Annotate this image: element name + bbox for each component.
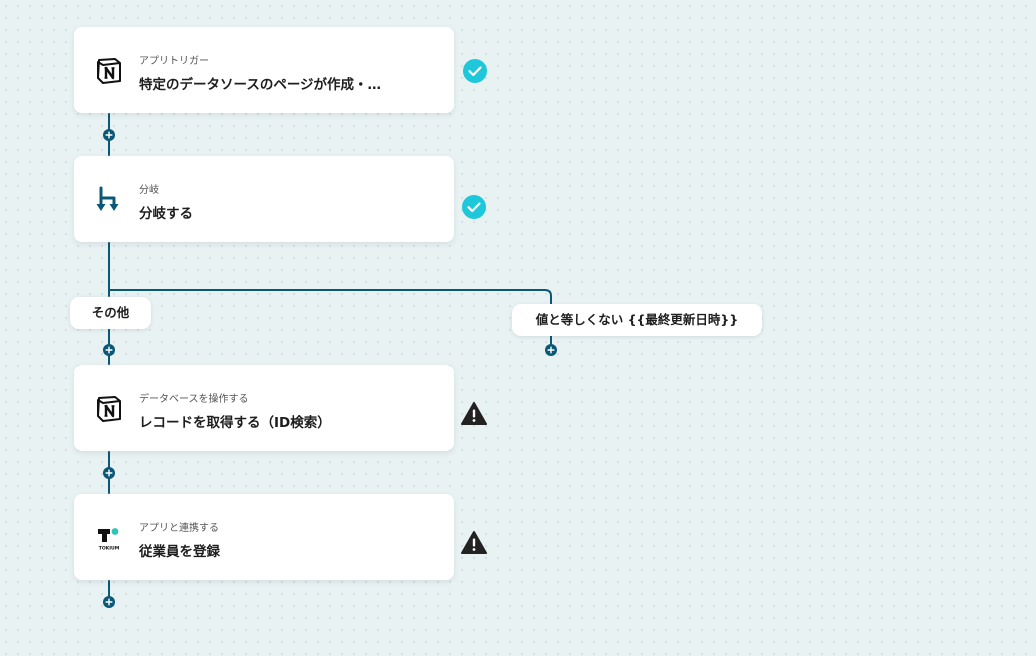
step-card-register-employee[interactable]: TOKIUM アプリと連携する 従業員を登録 <box>74 494 454 580</box>
branch-label-other[interactable]: その他 <box>70 297 151 329</box>
step-subtitle: アプリと連携する <box>139 523 219 534</box>
branch-icon <box>94 185 124 215</box>
step-title: 分岐する <box>139 206 193 222</box>
step-title: 従業員を登録 <box>139 544 220 560</box>
step-subtitle: 分岐 <box>139 185 159 196</box>
notion-icon <box>94 56 124 86</box>
step-subtitle: アプリトリガー <box>139 56 209 67</box>
warning-icon <box>461 401 487 427</box>
branch-label-condition[interactable]: 値と等しくない {{最終更新日時}} <box>512 304 762 336</box>
add-step-node[interactable] <box>102 343 116 357</box>
add-step-node[interactable] <box>544 343 558 357</box>
tokium-logo-text: TOKIUM <box>99 546 120 552</box>
add-step-node[interactable] <box>102 595 116 609</box>
notion-icon <box>94 394 124 424</box>
step-title: 特定のデータソースのページが作成・… <box>139 77 382 93</box>
step-title: レコードを取得する（ID検索） <box>139 415 331 431</box>
step-card-branch[interactable]: 分岐 分岐する <box>74 156 454 242</box>
step-subtitle: データベースを操作する <box>139 394 249 405</box>
warning-icon <box>461 530 487 556</box>
step-card-get-record[interactable]: データベースを操作する レコードを取得する（ID検索） <box>74 365 454 451</box>
add-step-node[interactable] <box>102 466 116 480</box>
tokium-icon: TOKIUM <box>94 523 124 553</box>
add-step-node[interactable] <box>102 128 116 142</box>
step-card-trigger[interactable]: アプリトリガー 特定のデータソースのページが作成・… <box>74 27 454 113</box>
branch-connector-line <box>108 289 552 305</box>
success-check-icon <box>461 194 487 220</box>
success-check-icon <box>462 58 488 84</box>
